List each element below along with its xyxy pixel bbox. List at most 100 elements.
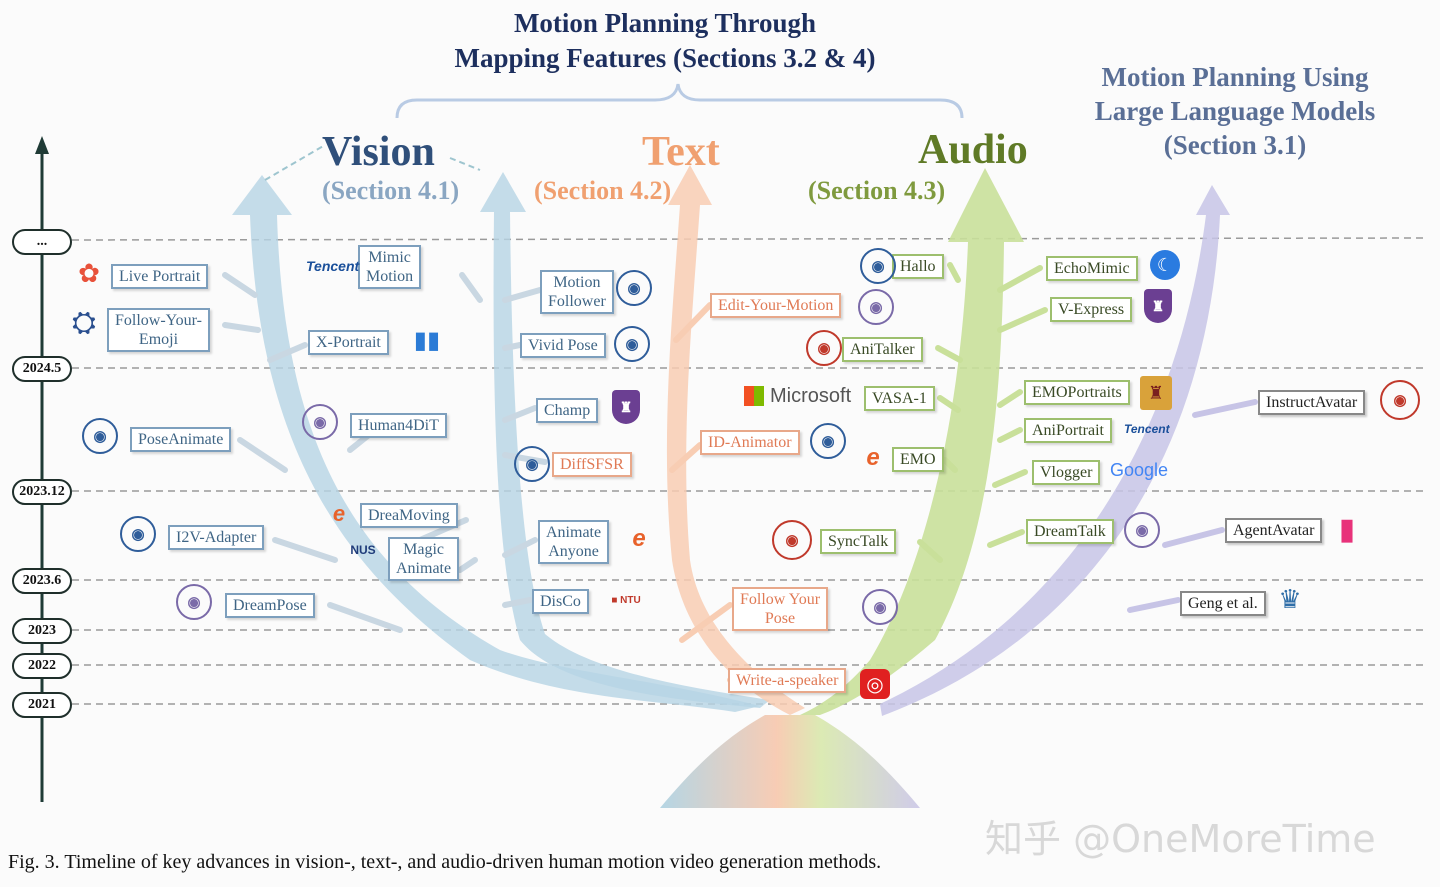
method-line: Emoji [138, 331, 179, 348]
university-seal-icon: ◉ [514, 446, 550, 482]
ice-cream-logo-icon: ▮ [1338, 512, 1356, 546]
university-shield-icon: ♜ [612, 390, 640, 424]
google-logo-icon: Google [1110, 460, 1169, 480]
method-v-express: V-Express [1050, 297, 1133, 322]
method-motion-follower: Motion Follower [540, 270, 614, 314]
llm-branch [880, 185, 1230, 716]
method-dreampose: DreamPose [225, 593, 315, 618]
method-line: Animate [546, 524, 602, 541]
ant-logo-icon: ☾ [1150, 250, 1180, 280]
method-line: Mimic [368, 249, 411, 266]
university-seal-icon: ◉ [806, 330, 842, 366]
method-agentavatar: AgentAvatar [1225, 518, 1323, 543]
method-line: Motion [553, 274, 601, 291]
method-hallo: Hallo [892, 254, 944, 279]
method-vivid-pose: Vivid Pose [520, 333, 606, 358]
microsoft-logo-icon: Microsoft [744, 382, 851, 410]
method-vasa-1: VASA-1 [864, 386, 935, 411]
netease-logo-icon: ◎ [860, 669, 890, 699]
kuaishou-logo-icon: ✿ [78, 257, 100, 288]
audio-label: Audio [918, 127, 1028, 173]
method-write-a-speaker: Write-a-speaker [728, 668, 847, 693]
text-branch [666, 165, 805, 715]
method-human4dit: Human4DiT [350, 413, 447, 438]
method-follow-your-emoji: Follow-Your- Emoji [107, 308, 210, 352]
university-seal-icon: ◉ [860, 248, 896, 284]
vision-branch-inner [480, 172, 770, 708]
alibaba-logo-icon: e [866, 444, 880, 471]
title-line-2: Mapping Features (Sections 3.2 & 4) [454, 43, 876, 73]
timeline-label: 2024.5 [12, 356, 72, 382]
method-instructavatar: InstructAvatar [1258, 390, 1366, 415]
method-champ: Champ [536, 398, 599, 423]
university-shield-icon: ♜ [1144, 289, 1172, 323]
university-seal-icon: ◉ [810, 423, 846, 459]
university-seal-icon: ◉ [858, 289, 894, 325]
method-emo: EMO [892, 447, 944, 472]
method-disco: DisCo [532, 589, 589, 614]
method-i2v-adapter: I2V-Adapter [168, 525, 265, 550]
method-emoportraits: EMOPortraits [1024, 380, 1130, 405]
timeline-label: 2022 [12, 653, 72, 679]
method-line: Pose [764, 610, 796, 627]
llm-title-line-3: (Section 3.1) [1163, 130, 1307, 160]
alibaba-logo-icon: e [332, 501, 346, 526]
audio-branch [800, 168, 1024, 715]
method-pose-animate: PoseAnimate [130, 427, 232, 452]
method-geng-et-al: Geng et al. [1180, 591, 1266, 616]
nus-logo-icon: NUS [350, 543, 376, 557]
college-crest-icon: ♜ [1140, 376, 1172, 410]
figure-caption: Fig. 3. Timeline of key advances in visi… [8, 851, 882, 873]
method-diffsfsr: DiffSFSR [552, 452, 632, 477]
microsoft-squares-icon [744, 386, 764, 406]
university-seal-icon: ◉ [614, 326, 650, 362]
method-line: Animate [396, 560, 452, 577]
timeline-label: 2023 [12, 618, 72, 644]
method-line: Follow-Your- [115, 312, 202, 329]
method-x-portrait: X-Portrait [308, 330, 389, 355]
method-line: Follower [548, 293, 606, 310]
timeline-label: 2021 [12, 692, 72, 718]
watermark: 知乎 @OneMoreTime [985, 817, 1376, 861]
method-live-portrait: Live Portrait [111, 264, 209, 289]
university-seal-icon: ◉ [772, 520, 812, 560]
method-line: Magic [403, 541, 444, 558]
llm-title-line-1: Motion Planning Using [1101, 62, 1369, 92]
timeline-label: ... [12, 229, 72, 255]
timeline-label: 2023.12 [12, 479, 72, 505]
university-seal-icon: ◉ [176, 584, 212, 620]
timeline-arrow-icon [35, 136, 49, 154]
microsoft-wordmark: Microsoft [770, 384, 852, 407]
method-echomimic: EchoMimic [1046, 256, 1138, 281]
top-brace [395, 83, 964, 119]
llm-title-line-2: Large Language Models [1094, 96, 1376, 126]
audio-section: (Section 4.3) [808, 176, 946, 205]
method-animate-anyone: Animate Anyone [538, 520, 610, 564]
method-line: Anyone [548, 543, 599, 560]
peking-university-seal-icon: ◉ [1380, 380, 1420, 420]
method-dreamoving: DreaMoving [360, 503, 458, 528]
university-seal-icon: ◉ [120, 516, 156, 552]
bar-logo-icon: ▮▮ [413, 326, 441, 354]
method-aniportrait: AniPortrait [1024, 418, 1112, 443]
timeline-label: 2023.6 [12, 568, 72, 594]
method-line: Follow Your [740, 591, 821, 608]
university-seal-icon: ◉ [616, 270, 652, 306]
method-mimic-motion: Mimic Motion [358, 245, 422, 289]
method-id-animator: ID-Animator [700, 430, 800, 455]
university-seal-icon: ◉ [862, 589, 898, 625]
ntu-logo-icon: ■ NTU [611, 594, 641, 606]
university-seal-icon: ◉ [1124, 512, 1160, 548]
vision-label: Vision [322, 129, 435, 175]
method-synctalk: SyncTalk [820, 529, 897, 554]
university-crest-icon: ⛭ [72, 306, 96, 339]
title-line-1: Motion Planning Through [513, 8, 817, 38]
method-magic-animate: Magic Animate [388, 537, 460, 581]
tree-trunk [660, 715, 920, 808]
columbia-crest-icon: ♛ [1278, 583, 1302, 614]
method-line: Motion [366, 268, 414, 285]
llm-title: Motion Planning Using Large Language Mod… [1070, 60, 1400, 162]
method-follow-your-pose: Follow Your Pose [732, 587, 829, 631]
